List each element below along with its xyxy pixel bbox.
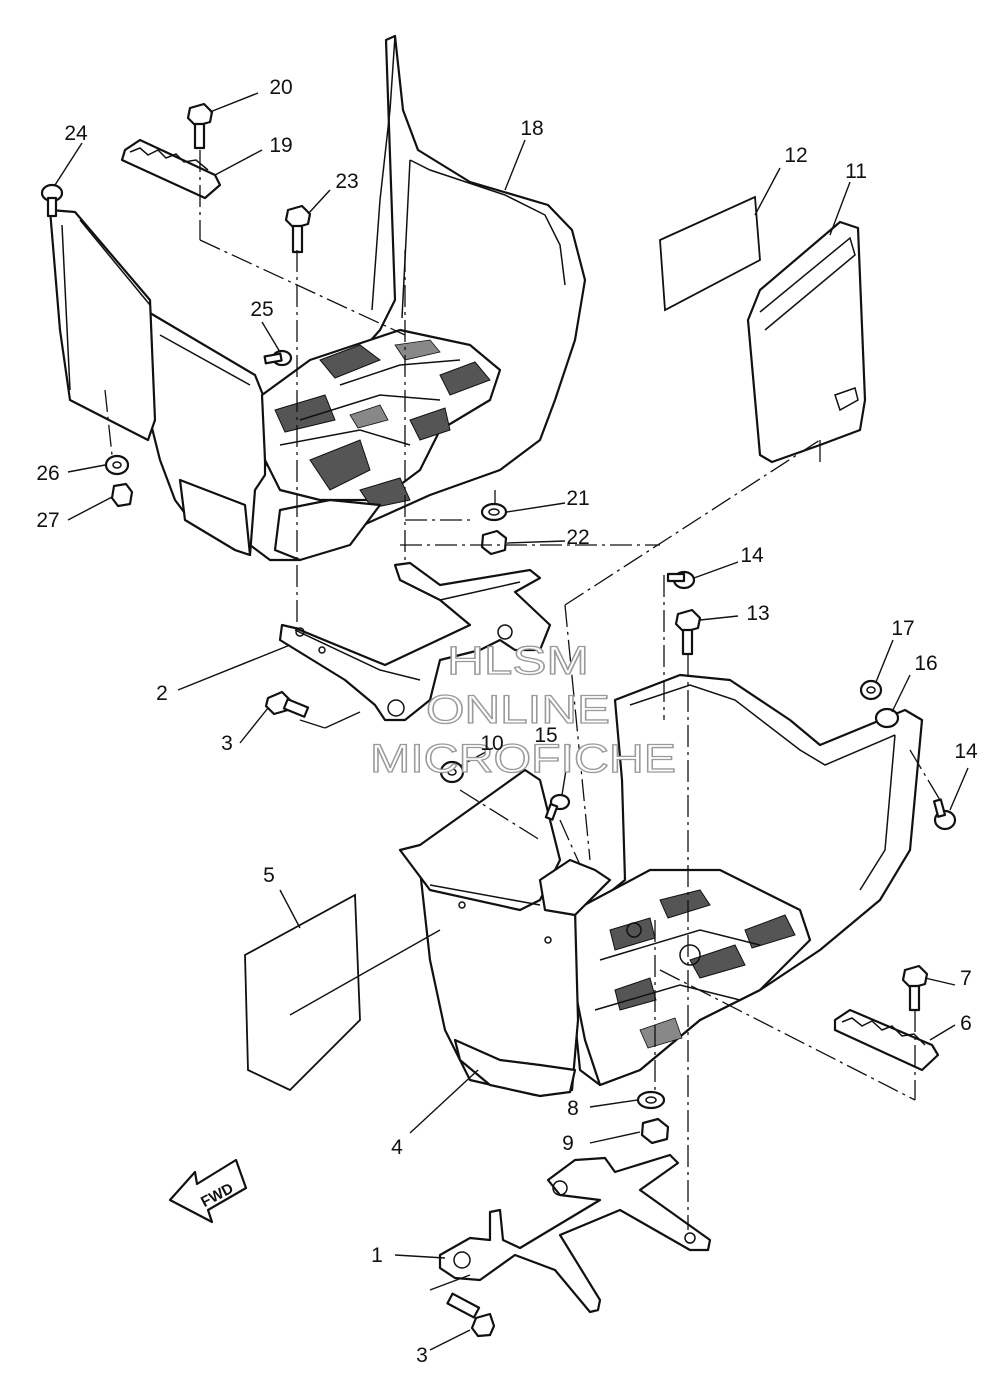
decal-12 bbox=[659, 195, 761, 312]
nut-9 bbox=[640, 1117, 670, 1145]
nut-22 bbox=[480, 529, 508, 556]
watermark-line-3: MICROFICHE bbox=[370, 737, 676, 781]
assembly-lines bbox=[104, 150, 941, 1230]
callout-21: 21 bbox=[566, 487, 589, 510]
mudguard-flap-left bbox=[48, 208, 157, 442]
screw-24 bbox=[40, 183, 64, 218]
callout-25: 25 bbox=[250, 298, 273, 321]
callout-labels: 1 2 3 3 4 5 6 7 8 9 10 11 12 13 14 14 15… bbox=[36, 76, 978, 1367]
callout-27: 27 bbox=[36, 509, 59, 532]
callout-13: 13 bbox=[746, 602, 769, 625]
callout-18: 18 bbox=[520, 117, 543, 140]
callout-7: 7 bbox=[960, 967, 972, 990]
callout-2: 2 bbox=[156, 682, 168, 705]
bolt-3-upper bbox=[264, 690, 310, 718]
grommet-16 bbox=[874, 707, 900, 729]
callout-14-upper: 14 bbox=[740, 544, 764, 567]
footrest-upper-right bbox=[143, 34, 587, 562]
callout-22: 22 bbox=[566, 526, 589, 549]
callout-19: 19 bbox=[269, 134, 292, 157]
bolt-7 bbox=[901, 964, 929, 1012]
forward-direction-arrow: FWD bbox=[168, 1158, 248, 1224]
callout-23: 23 bbox=[335, 170, 358, 193]
callout-9: 9 bbox=[562, 1132, 574, 1155]
leader-lines bbox=[54, 92, 969, 1351]
washer-8 bbox=[636, 1090, 666, 1110]
bolt-13 bbox=[674, 608, 702, 656]
callout-5: 5 bbox=[263, 864, 275, 887]
callout-20: 20 bbox=[269, 76, 292, 99]
bolt-23 bbox=[284, 204, 312, 254]
watermark-line-2: ONLINE bbox=[426, 688, 610, 732]
callout-15: 15 bbox=[534, 724, 557, 747]
grommet-10 bbox=[439, 760, 465, 784]
callout-26: 26 bbox=[36, 462, 59, 485]
stay-bracket-upper bbox=[278, 561, 552, 722]
screw-15 bbox=[544, 793, 571, 821]
decal-5 bbox=[244, 893, 361, 1092]
footrest-lower-left bbox=[398, 673, 924, 1098]
washer-26 bbox=[104, 454, 130, 476]
bolt-14-upper bbox=[666, 570, 696, 590]
callout-1: 1 bbox=[371, 1244, 383, 1267]
callout-11: 11 bbox=[845, 160, 867, 183]
callout-8: 8 bbox=[567, 1097, 579, 1120]
screw-25 bbox=[263, 349, 293, 367]
callout-16: 16 bbox=[914, 652, 937, 675]
bolt-20 bbox=[186, 102, 214, 150]
grommet-17 bbox=[859, 679, 883, 701]
screw-14-right bbox=[932, 798, 957, 831]
footpeg-19 bbox=[120, 138, 222, 200]
callout-14-right: 14 bbox=[954, 740, 978, 763]
callout-17: 17 bbox=[891, 617, 914, 640]
plate-11 bbox=[746, 220, 867, 464]
watermark: HLSM ONLINE MICROFICHE bbox=[369, 638, 676, 781]
stay-bracket-lower bbox=[438, 1153, 712, 1314]
callout-3-upper: 3 bbox=[221, 732, 233, 755]
callout-6: 6 bbox=[960, 1012, 972, 1035]
bolt-3-lower bbox=[446, 1292, 496, 1338]
callout-10: 10 bbox=[480, 732, 503, 755]
callout-3-lower: 3 bbox=[416, 1344, 428, 1367]
callout-24: 24 bbox=[64, 122, 88, 145]
callout-4: 4 bbox=[391, 1136, 403, 1159]
nut-27 bbox=[110, 482, 134, 508]
callout-12: 12 bbox=[784, 144, 807, 167]
footpeg-6 bbox=[833, 1008, 940, 1072]
washer-21 bbox=[480, 502, 508, 522]
watermark-line-1: HLSM bbox=[447, 639, 589, 683]
